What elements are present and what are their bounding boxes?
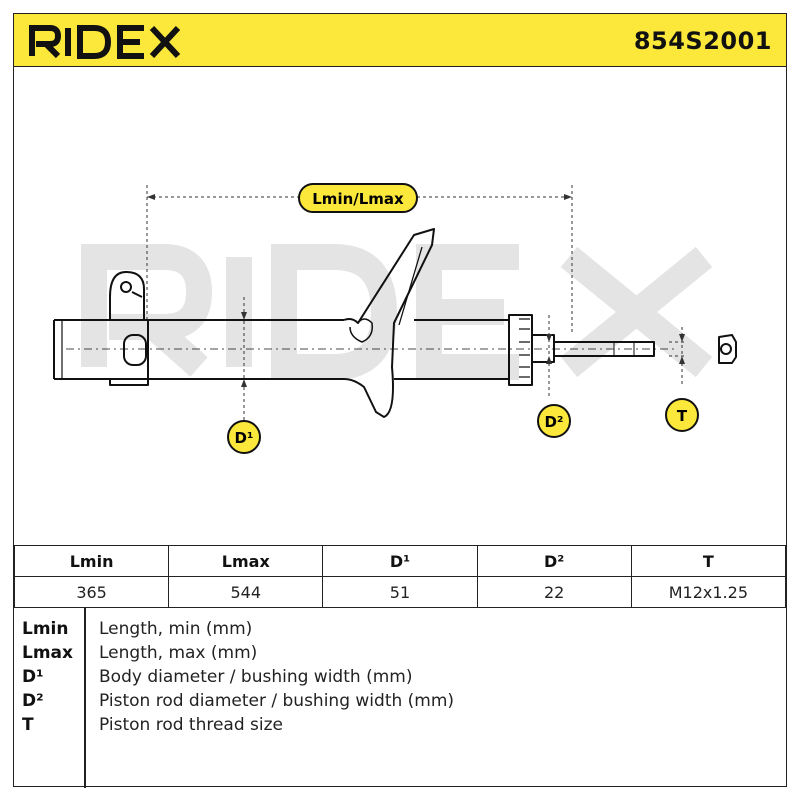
d2-label-badge: D² <box>537 404 571 438</box>
header-d1: D¹ <box>322 545 478 577</box>
value-lmin: 365 <box>13 576 170 608</box>
legend-desc: Piston rod diameter / bushing width (mm) <box>99 691 455 711</box>
legend-desc: Length, max (mm) <box>99 643 258 663</box>
part-number: 854S2001 <box>633 27 772 55</box>
value-d1: 51 <box>322 576 478 608</box>
specs-table: Lmin Lmax D¹ D² T 365 544 51 22 M12x1.25 <box>13 545 787 608</box>
top-mount <box>508 314 533 386</box>
legend-item: T Piston rod thread size <box>14 715 786 739</box>
legend-desc: Length, min (mm) <box>99 619 253 639</box>
ridex-logo <box>28 22 198 64</box>
legend-item: D¹ Body diameter / bushing width (mm) <box>14 667 786 691</box>
legend-item: Lmax Length, max (mm) <box>14 643 786 667</box>
header-lmax: Lmax <box>168 545 324 577</box>
length-label-badge: Lmin/Lmax <box>298 183 418 213</box>
d1-label-badge: D¹ <box>227 420 261 454</box>
nut <box>718 334 737 364</box>
legend-abbr: D² <box>22 691 44 711</box>
legend: Lmin Length, min (mm) Lmax Length, max (… <box>14 607 786 788</box>
legend-abbr: T <box>22 715 34 735</box>
t-label-badge: T <box>665 398 699 432</box>
specs-header-row: Lmin Lmax D¹ D² T <box>13 545 787 577</box>
header-bar: 854S2001 <box>14 14 786 67</box>
value-lmax: 544 <box>168 576 324 608</box>
header-lmin: Lmin <box>13 545 170 577</box>
header-t: T <box>630 545 787 577</box>
t-label: T <box>677 407 688 425</box>
legend-abbr: Lmax <box>22 643 73 663</box>
d1-label: D¹ <box>234 429 253 447</box>
shock-body <box>53 319 344 380</box>
length-label: Lmin/Lmax <box>312 190 404 208</box>
technical-drawing: Lmin/Lmax D¹ D² T <box>14 67 786 545</box>
legend-abbr: Lmin <box>22 619 69 639</box>
d2-label: D² <box>544 413 563 431</box>
datasheet: 854S2001 <box>13 13 787 788</box>
legend-item: D² Piston rod diameter / bushing width (… <box>14 691 786 715</box>
ridex-watermark <box>81 244 713 380</box>
legend-desc: Body diameter / bushing width (mm) <box>99 667 413 687</box>
legend-abbr: D¹ <box>22 667 44 687</box>
header-d2: D² <box>476 545 632 577</box>
spring-seat <box>343 228 435 418</box>
legend-divider <box>84 607 86 788</box>
value-d2: 22 <box>476 576 632 608</box>
legend-desc: Piston rod thread size <box>99 715 284 735</box>
value-t: M12x1.25 <box>630 576 787 608</box>
mounting-bracket <box>109 271 149 386</box>
legend-item: Lmin Length, min (mm) <box>14 619 786 643</box>
specs-value-row: 365 544 51 22 M12x1.25 <box>13 576 787 608</box>
